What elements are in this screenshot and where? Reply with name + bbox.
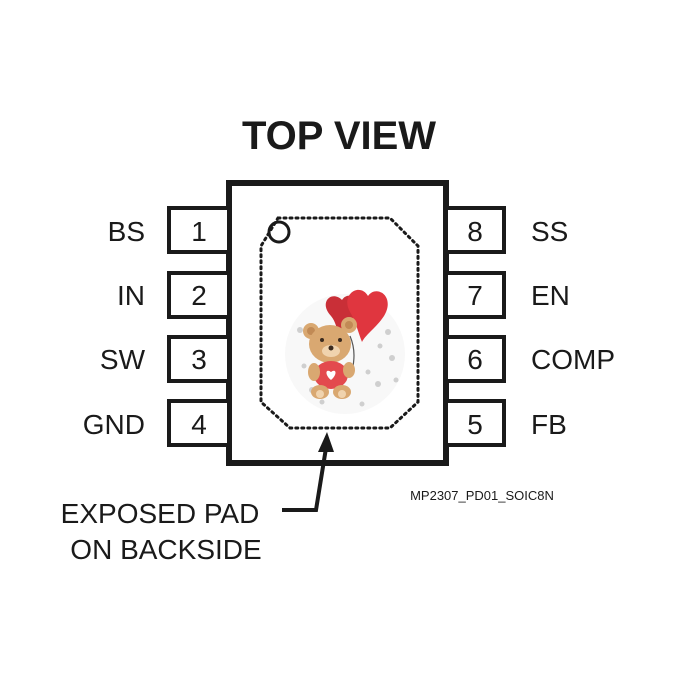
- pin-pad: [167, 399, 231, 447]
- pin-2: 2 IN: [117, 271, 231, 319]
- pin-number: 2: [191, 280, 207, 311]
- pin-8: 8 SS: [444, 206, 568, 254]
- pin-name: FB: [531, 409, 567, 440]
- callout-line-1: EXPOSED PAD: [61, 498, 260, 529]
- pin-name: GND: [83, 409, 145, 440]
- pin-pad: [167, 206, 231, 254]
- pin-pad: [444, 271, 506, 319]
- pin-7: 7 EN: [444, 271, 570, 319]
- pin-name: IN: [117, 280, 145, 311]
- pin-name: EN: [531, 280, 570, 311]
- pin-name: BS: [108, 216, 145, 247]
- pin-pad: [167, 271, 231, 319]
- pin-number: 7: [467, 280, 483, 311]
- heart-balloon-icon: [325, 289, 388, 342]
- pin-number: 8: [467, 216, 483, 247]
- callout-arrow: [282, 432, 334, 512]
- pin-5: 5 FB: [444, 399, 567, 447]
- pin-name: SS: [531, 216, 568, 247]
- pin-pad: [444, 206, 506, 254]
- pin-1: 1 BS: [108, 206, 231, 254]
- pin-number: 6: [467, 344, 483, 375]
- teddy-bear-icon: [285, 289, 405, 414]
- pin-number: 4: [191, 409, 207, 440]
- document-id: MP2307_PD01_SOIC8N: [410, 488, 554, 503]
- pin-pad: [444, 335, 506, 383]
- callout-line-2: ON BACKSIDE: [70, 534, 261, 565]
- pin-pad: [167, 335, 231, 383]
- pin-6: 6 COMP: [444, 335, 615, 383]
- pin-3: 3 SW: [100, 335, 231, 383]
- exposed-pad-outline: [259, 216, 420, 430]
- pin-number: 3: [191, 344, 207, 375]
- pin1-marker-icon: [267, 220, 291, 244]
- pin-number: 5: [467, 409, 483, 440]
- diagram-title: TOP VIEW: [242, 114, 436, 158]
- pin-name: COMP: [531, 344, 615, 375]
- pin-4: 4 GND: [83, 399, 231, 447]
- pin-pad: [444, 399, 506, 447]
- pin-name: SW: [100, 344, 146, 375]
- pin-number: 1: [191, 216, 207, 247]
